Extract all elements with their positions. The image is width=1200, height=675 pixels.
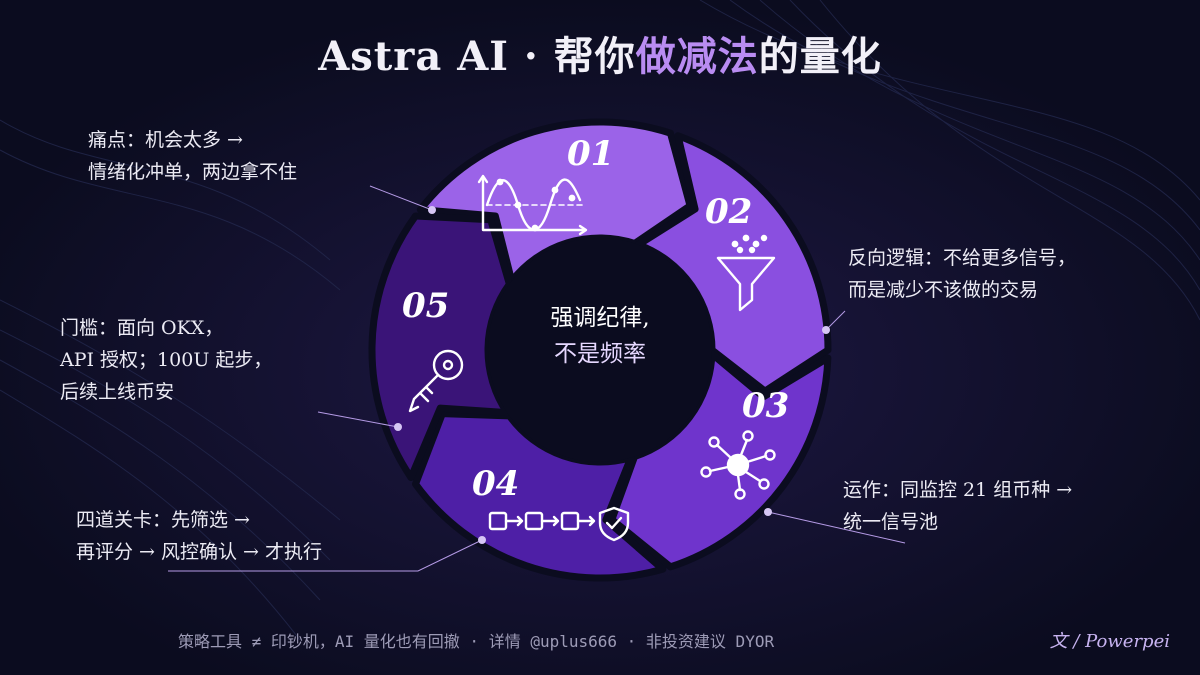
- wave-chart-icon: [477, 174, 588, 236]
- center-message: 强调纪律, 不是频率: [500, 300, 700, 372]
- center-line-1: 强调纪律,: [550, 305, 650, 331]
- leader-line-02: [825, 310, 846, 331]
- leader-dot-02: [822, 326, 830, 334]
- step-number-02: 02: [705, 192, 753, 232]
- leader-line-04: [168, 539, 483, 572]
- leader-dot-04: [478, 536, 486, 544]
- leader-line-05: [317, 411, 399, 428]
- title-highlight: 做减法: [635, 33, 759, 80]
- note-01-line-2: 情绪化冲单，两边拿不住: [88, 161, 298, 183]
- center-hole: [488, 238, 712, 462]
- note-step-01: 痛点：机会太多 → 情绪化冲单，两边拿不住: [88, 124, 297, 188]
- pipeline-shield-icon: [488, 506, 630, 542]
- note-04-line-2: 再评分 → 风控确认 → 才执行: [76, 541, 322, 563]
- note-05-line-2: API 授权；100U 起步，: [60, 349, 273, 371]
- note-03-line-2: 统一信号池: [843, 511, 939, 533]
- funnel-icon: [716, 234, 776, 312]
- note-01-line-1: 痛点：机会太多 →: [88, 129, 243, 151]
- note-step-05: 门槛：面向 OKX， API 授权；100U 起步， 后续上线币安: [60, 312, 272, 408]
- leader-dot-01: [428, 206, 436, 214]
- note-step-04: 四道关卡：先筛选 → 再评分 → 风控确认 → 才执行: [76, 504, 322, 568]
- footer-disclaimer: 策略工具 ≠ 印钞机，AI 量化也有回撤 · 详情 @uplus666 · 非投…: [178, 632, 775, 651]
- leader-dot-05: [394, 423, 402, 431]
- network-hub-icon: [700, 430, 776, 500]
- note-step-02: 反向逻辑：不给更多信号， 而是减少不该做的交易: [848, 242, 1076, 306]
- leader-line-03: [767, 511, 906, 544]
- center-line-2: 不是频率: [554, 341, 646, 367]
- note-03-line-1: 运作：同监控 21 组币种 →: [843, 479, 1073, 501]
- step-number-03: 03: [742, 386, 790, 426]
- page-title: Astra AI · 帮你做减法的量化: [0, 24, 1200, 82]
- note-02-line-2: 而是减少不该做的交易: [848, 279, 1039, 301]
- step-number-04: 04: [472, 464, 520, 504]
- title-suffix: 的量化: [758, 33, 882, 80]
- note-05-line-1: 门槛：面向 OKX，: [60, 317, 224, 339]
- note-02-line-1: 反向逻辑：不给更多信号，: [848, 247, 1077, 269]
- leader-dot-03: [764, 508, 772, 516]
- step-number-05: 05: [402, 286, 450, 326]
- title-prefix: Astra AI · 帮你: [318, 33, 636, 80]
- note-04-line-1: 四道关卡：先筛选 →: [76, 509, 250, 531]
- note-05-line-3: 后续上线币安: [60, 381, 175, 403]
- leader-line-01: [369, 185, 433, 211]
- note-step-03: 运作：同监控 21 组币种 → 统一信号池: [843, 474, 1072, 538]
- step-number-01: 01: [567, 134, 615, 174]
- key-icon: [408, 349, 464, 413]
- author-byline: 文 / Powerpei: [1049, 631, 1170, 652]
